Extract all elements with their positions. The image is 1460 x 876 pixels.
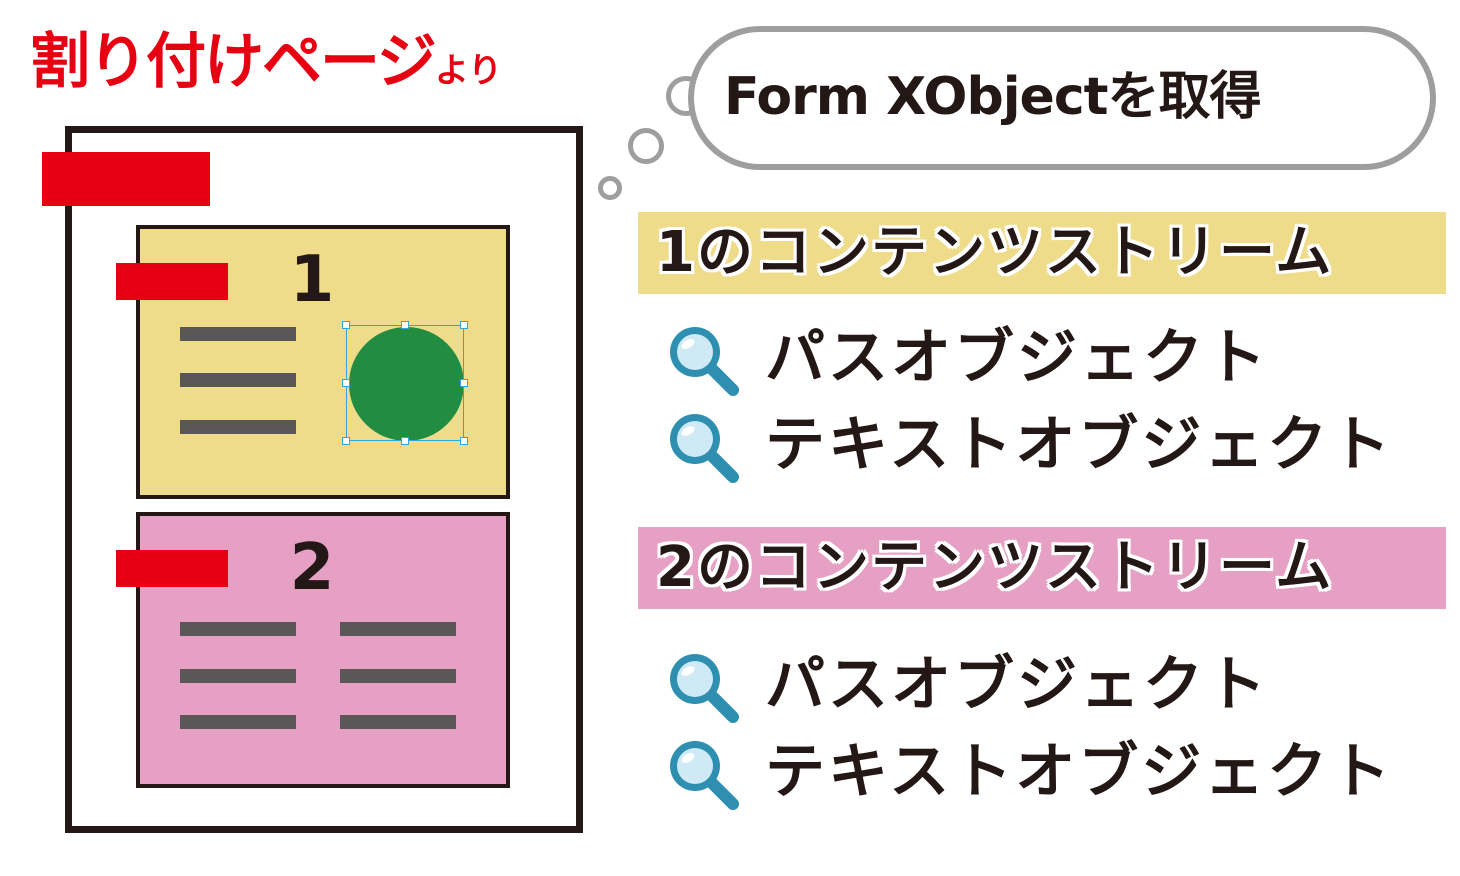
stream-1-header: 1のコンテンツストリーム <box>638 212 1446 294</box>
stream-1-item: テキストオブジェクト <box>665 405 1455 485</box>
stream-2-item: テキストオブジェクト <box>665 732 1455 812</box>
thought-bubble-text: Form XObjectを取得 <box>724 67 1262 127</box>
stream-2-header: 2のコンテンツストリーム <box>638 527 1446 609</box>
selection-handle <box>460 437 468 445</box>
title-suffix-text: より <box>434 51 503 91</box>
selection-handle <box>342 379 350 387</box>
selection-handle <box>401 437 409 445</box>
selection-box <box>346 325 464 441</box>
magnifier-icon <box>670 414 739 483</box>
subpage-2-text-line <box>180 669 296 683</box>
thought-bubble <box>688 26 1436 170</box>
subpage-2-text-line <box>340 715 456 729</box>
magnifier-icon <box>670 327 739 396</box>
stream-1-item-label: テキストオブジェクト <box>765 410 1394 480</box>
subpage-1-header-bar <box>116 263 228 300</box>
subpage-2-number: 2 <box>289 531 335 605</box>
selection-handle <box>342 437 350 445</box>
subpage-1-text-line <box>180 420 296 434</box>
stream-1-title: 1のコンテンツストリーム <box>656 220 1334 285</box>
subpage-2-text-line <box>340 669 456 683</box>
stream-2-item: パスオブジェクト <box>665 645 1455 725</box>
selection-handle <box>342 321 350 329</box>
subpage-1-text-line <box>180 327 296 341</box>
stream-2-item-label: テキストオブジェクト <box>765 737 1394 807</box>
stream-2-title: 2のコンテンツストリーム <box>656 535 1334 600</box>
selection-handle <box>460 321 468 329</box>
subpage-1-number: 1 <box>289 243 335 317</box>
thought-bubble-dot-medium <box>628 128 664 164</box>
stream-1-item: パスオブジェクト <box>665 318 1455 398</box>
subpage-2-text-line <box>340 622 456 636</box>
subpage-2-text-line <box>180 622 296 636</box>
title-main-text: 割り付けページ <box>30 27 437 97</box>
magnifier-icon <box>670 654 739 723</box>
subpage-2-text-line <box>180 715 296 729</box>
magnifier-icon <box>670 741 739 810</box>
subpage-1-text-line <box>180 373 296 387</box>
selection-handle <box>401 321 409 329</box>
stream-2-item-label: パスオブジェクト <box>765 650 1269 720</box>
page-header-bar <box>42 152 210 206</box>
green-circle-shape <box>349 327 464 441</box>
stream-1-item-label: パスオブジェクト <box>765 323 1269 393</box>
diagram-title: 割り付けページより <box>30 22 502 111</box>
selection-handle <box>460 379 468 387</box>
thought-bubble-dot-small <box>598 176 622 200</box>
subpage-2-header-bar <box>116 550 228 587</box>
